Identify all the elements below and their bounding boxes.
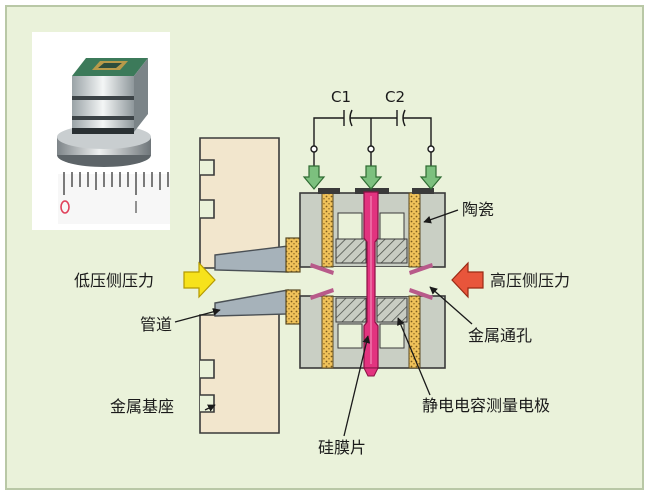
capacitor-c1-label: C1: [331, 88, 352, 106]
high-pressure-arrow: [451, 261, 484, 299]
high-pressure-label: 高压侧压力: [490, 271, 571, 290]
metal-base: [199, 137, 280, 434]
low-pressure-label: 低压侧压力: [74, 271, 155, 290]
pipe-tubes: [214, 237, 301, 325]
capacitor-c2-label: C2: [385, 88, 406, 106]
sensor-photo-with-ruler-icon: [32, 32, 170, 230]
capacitor-circuit: [310, 109, 435, 166]
silicon-diaphragm: [363, 191, 379, 377]
ceramic-label: 陶瓷: [462, 200, 495, 219]
metal-base-label: 金属基座: [110, 397, 175, 416]
leader-lines: [174, 209, 473, 437]
pipe-label: 管道: [140, 315, 173, 334]
metal-hole-label: 金属通孔: [468, 326, 533, 345]
low-pressure-arrow: [183, 261, 216, 299]
electrode-label: 静电电容测量电极: [422, 396, 551, 415]
signal-arrows: [302, 165, 443, 190]
silicon-diaphragm-label: 硅膜片: [318, 438, 367, 457]
